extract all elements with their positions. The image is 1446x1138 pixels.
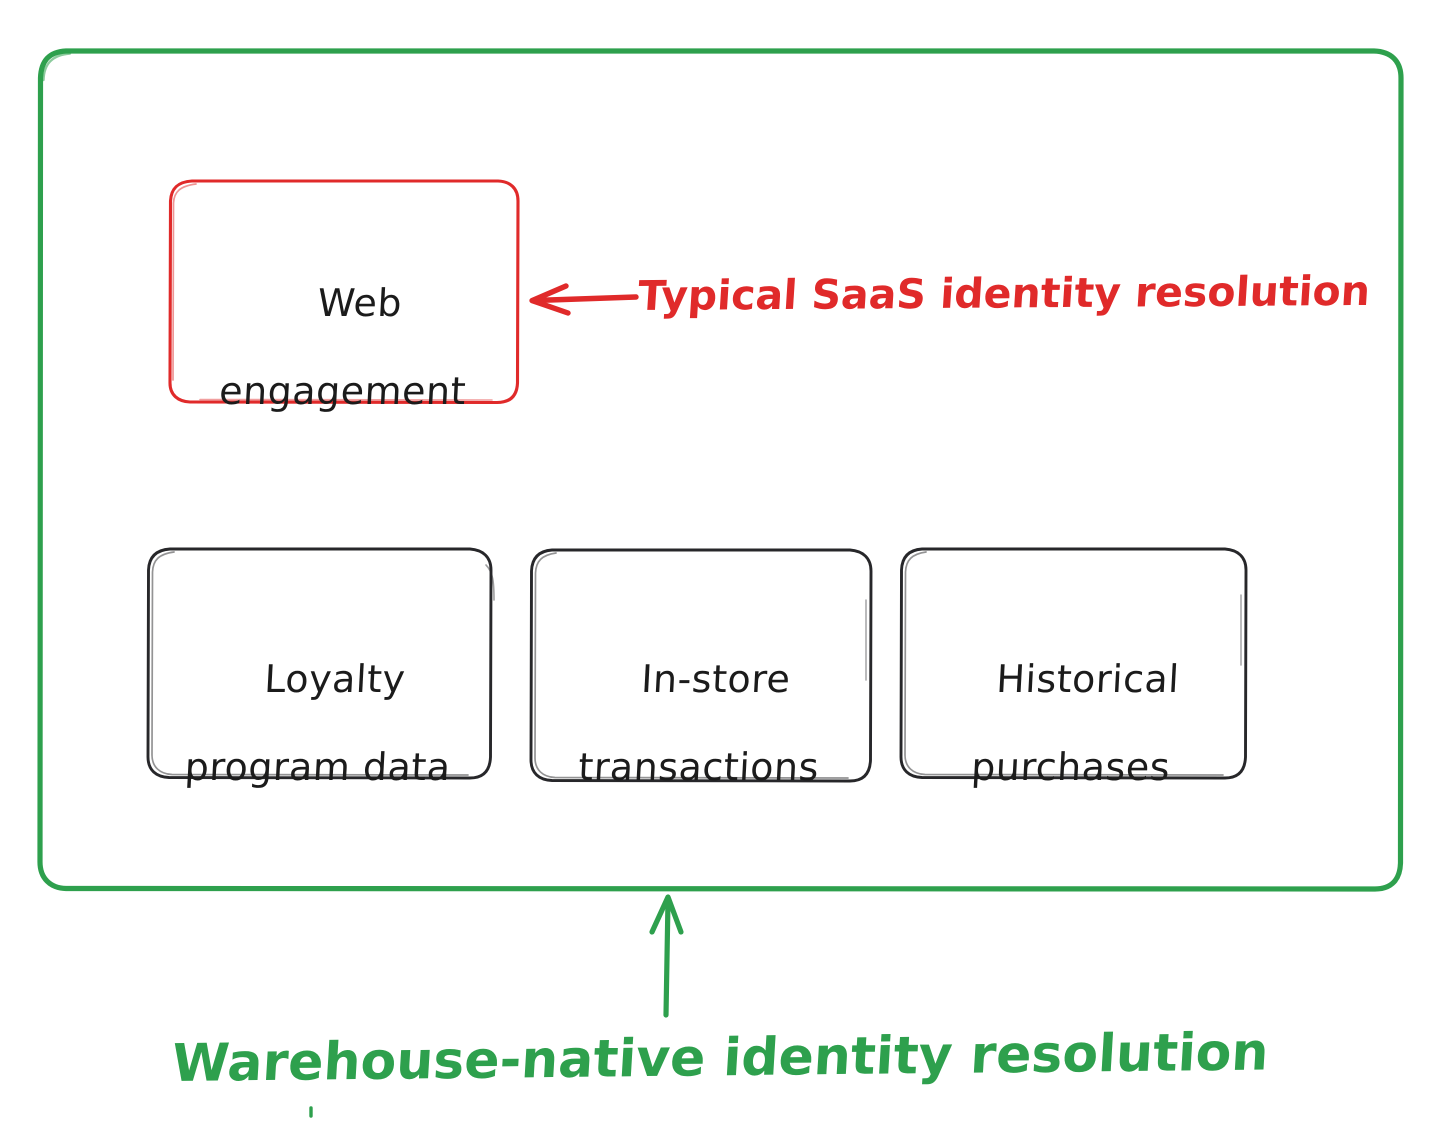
box-label-line1: Web bbox=[316, 281, 404, 326]
box-historical-purchases[interactable] bbox=[899, 547, 1248, 780]
box-label-line2: engagement bbox=[218, 369, 468, 414]
box-label-line1: Loyalty bbox=[263, 657, 407, 702]
box-label-in-store-transactions: In-store transactions bbox=[524, 613, 878, 833]
warehouse-container bbox=[37, 48, 1404, 892]
box-label-historical-purchases: Historical purchases bbox=[894, 613, 1252, 833]
box-label-loyalty-program-data: Loyalty program data bbox=[142, 613, 498, 833]
box-label-line1: Historical bbox=[995, 657, 1181, 702]
annotation-saas-identity-resolution: Typical SaaS identity resolution bbox=[636, 266, 1372, 320]
box-label-line1: In-store bbox=[640, 657, 792, 702]
box-label-web-engagement: Web engagement bbox=[164, 237, 526, 457]
annotation-warehouse-native-identity-resolution: Warehouse-native identity resolution bbox=[170, 1022, 1271, 1094]
box-label-line2: purchases bbox=[970, 745, 1172, 790]
up-arrow-icon bbox=[649, 894, 684, 1018]
left-arrow-icon bbox=[529, 283, 639, 316]
box-in-store-transactions[interactable] bbox=[529, 548, 873, 783]
box-label-line2: transactions bbox=[577, 745, 821, 790]
box-label-line2: program data bbox=[183, 745, 452, 790]
box-loyalty-program-data[interactable] bbox=[146, 547, 495, 780]
box-web-engagement[interactable] bbox=[168, 179, 520, 405]
